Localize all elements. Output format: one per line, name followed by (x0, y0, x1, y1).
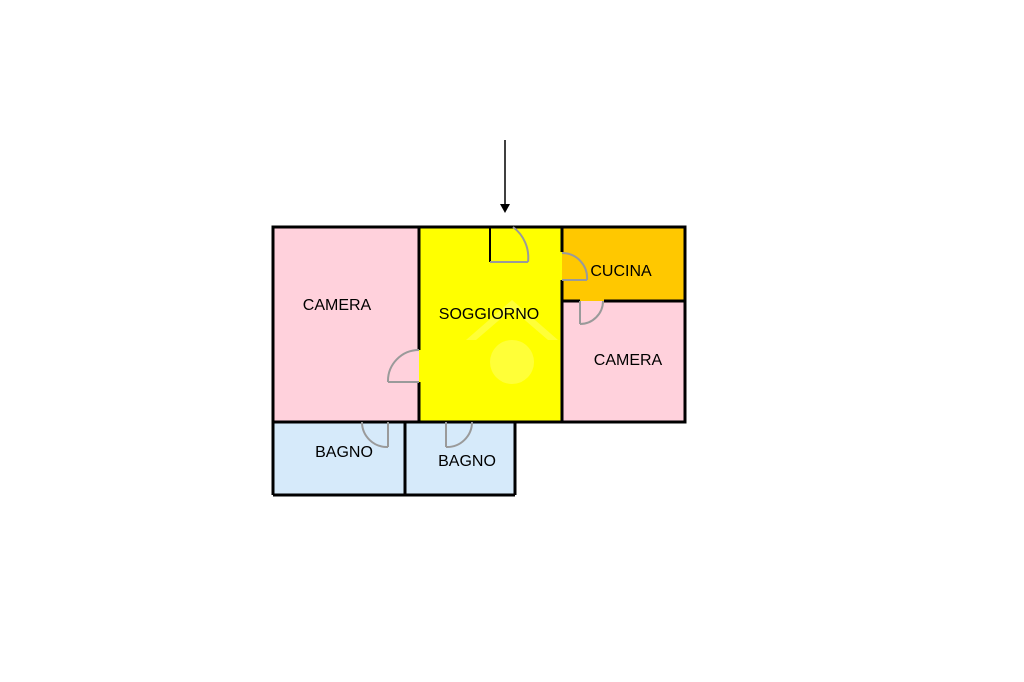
entrance-arrow-icon (500, 140, 510, 213)
room-bath-left (273, 422, 405, 495)
watermark-logo-icon (466, 300, 558, 384)
room-bath-right (405, 422, 515, 495)
door-icon (361, 421, 389, 449)
door-icon (445, 421, 473, 449)
door-icon (579, 300, 604, 325)
room-bedroom-left (273, 227, 419, 422)
room-label-living: SOGGIORNO (439, 306, 539, 323)
room-label-bath-left: BAGNO (315, 444, 373, 461)
room-label-bedroom-left: CAMERA (303, 297, 372, 314)
room-label-kitchen: CUCINA (590, 263, 652, 280)
room-label-bedroom-right: CAMERA (594, 352, 663, 369)
room-bedroom-right (562, 301, 685, 422)
door-icon (386, 349, 420, 383)
door-icon (490, 226, 530, 263)
room-label-bath-right: BAGNO (438, 453, 496, 470)
door-icon (561, 251, 589, 281)
walls (271, 225, 687, 497)
